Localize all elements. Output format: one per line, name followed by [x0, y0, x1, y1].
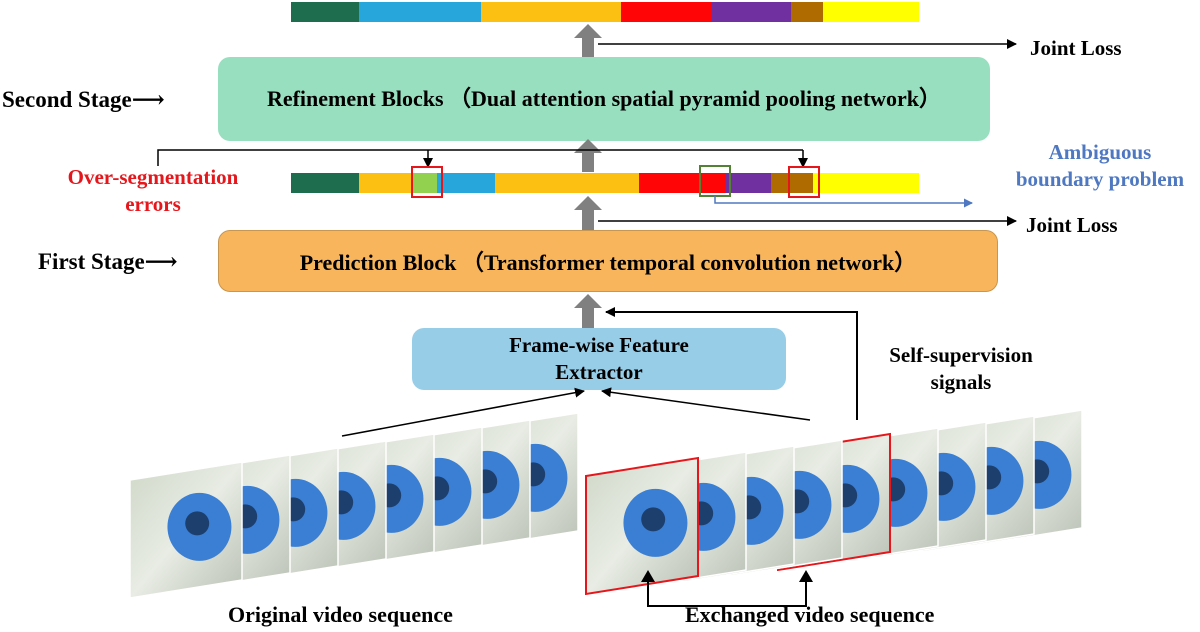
- segment: [495, 173, 639, 193]
- over-segmentation-bracket: [157, 149, 803, 166]
- joint-loss-bottom-label: Joint Loss: [1026, 213, 1118, 237]
- segment: [771, 173, 813, 193]
- segment: [711, 2, 791, 22]
- exchanged-to-extractor-arrow: [601, 387, 811, 421]
- joint-loss-top-label: Joint Loss: [1030, 36, 1122, 60]
- gray-arrow-midbar-to-refinement: [574, 139, 602, 172]
- feature-extractor-label-line1: Frame-wise Feature: [509, 333, 689, 357]
- boundary-box-green: [699, 165, 731, 197]
- error-box-left: [411, 166, 443, 198]
- refinement-blocks-box: Refinement Blocks （Dual attention spatia…: [218, 57, 990, 141]
- exchange-arrowhead-left: [641, 570, 655, 582]
- segment: [813, 173, 919, 193]
- exchanged-video-frames: [585, 409, 1083, 596]
- self-supervision-signals-label: Self-supervision signals: [889, 343, 1033, 394]
- gray-up-arrows: [574, 24, 602, 328]
- prediction-block-box: Prediction Block （Transformer temporal c…: [218, 230, 998, 292]
- self-supervision-arrow: [605, 307, 858, 420]
- ambiguous-boundary-label: Ambiguous boundary problem: [1015, 140, 1185, 191]
- output-segmentation-bar: [291, 2, 919, 22]
- video-frame: [585, 456, 699, 596]
- segment: [437, 173, 495, 193]
- original-video-frames: [129, 412, 579, 599]
- prediction-block-label: Prediction Block （Transformer temporal c…: [299, 250, 917, 275]
- segment: [411, 173, 437, 193]
- segment: [291, 173, 359, 193]
- gray-arrow-refinement-to-topbar: [574, 24, 602, 57]
- original-to-extractor-arrow: [341, 387, 585, 437]
- feature-extractor-label-line2: Extractor: [555, 360, 643, 384]
- intermediate-segmentation-bar: [291, 173, 919, 193]
- segment: [823, 2, 919, 22]
- exchange-indicator-arrows: [647, 574, 807, 607]
- segment: [291, 2, 359, 22]
- feature-extractor-box: Frame-wise Feature Extractor: [412, 328, 786, 390]
- gray-arrow-feature-to-prediction: [574, 294, 602, 328]
- gray-arrow-prediction-to-midbar: [574, 196, 602, 230]
- exchange-arrowhead-right: [799, 570, 813, 582]
- segment: [359, 2, 481, 22]
- original-sequence-caption: Original video sequence: [228, 602, 453, 627]
- segment: [639, 173, 725, 193]
- segment: [791, 2, 823, 22]
- ambiguous-boundary-pointer: [714, 196, 973, 208]
- over-segmentation-errors-label: Over-segmentation errors: [67, 165, 239, 216]
- error-box-right: [788, 166, 820, 198]
- refinement-blocks-label: Refinement Blocks （Dual attention spatia…: [266, 86, 942, 111]
- segment: [621, 2, 711, 22]
- segment: [481, 2, 621, 22]
- first-stage-label: First Stage⟶: [38, 249, 178, 274]
- second-stage-label: Second Stage⟶: [2, 87, 165, 112]
- segment: [725, 173, 771, 193]
- segment: [359, 173, 411, 193]
- video-frame: [129, 461, 243, 599]
